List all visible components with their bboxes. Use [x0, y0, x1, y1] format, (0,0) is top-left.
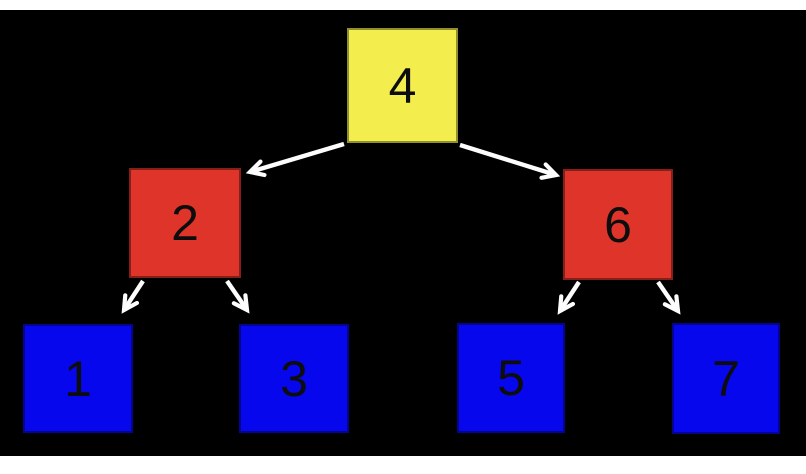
node-label: 7: [712, 350, 740, 407]
tree-node-6: 6: [563, 169, 673, 280]
node-label: 6: [604, 196, 632, 253]
node-label: 5: [497, 350, 525, 406]
node-label: 1: [64, 350, 92, 407]
tree-node-root-4: 4: [347, 28, 458, 143]
node-label: 2: [171, 195, 199, 251]
tree-node-leaf-7: 7: [672, 323, 780, 434]
node-label: 4: [388, 57, 417, 114]
tree-node-leaf-3: 3: [239, 324, 349, 433]
tree-node-leaf-5: 5: [457, 323, 565, 433]
tree-node-leaf-1: 1: [23, 324, 133, 433]
tree-node-2: 2: [129, 168, 241, 278]
node-label: 3: [280, 350, 308, 407]
